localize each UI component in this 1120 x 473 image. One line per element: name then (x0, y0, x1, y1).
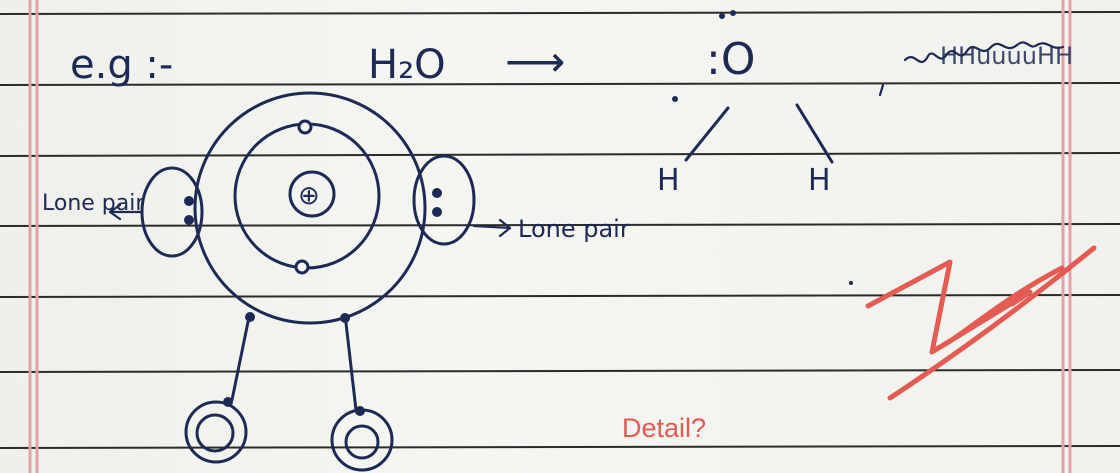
annotation-comment: Detail? (622, 413, 707, 443)
scribble-text: HHuuuuHH (940, 42, 1073, 70)
hydrogen-nucleus-left (195, 413, 235, 453)
formula-water: H₂O (368, 42, 446, 88)
electron (184, 215, 194, 225)
outer-electron-shell (193, 91, 427, 325)
hydrogen-right-label: H (808, 163, 831, 198)
lone-pair-right-label: Lone pair (518, 215, 630, 243)
electron (432, 188, 442, 198)
electron (184, 196, 194, 206)
electron (355, 406, 365, 416)
lone-pair-right-arrow (472, 218, 512, 238)
electron (432, 207, 442, 217)
lone-pair-right-ellipse (412, 154, 476, 246)
bonding-electron (245, 312, 255, 322)
hydrogen-nucleus-right (344, 424, 380, 460)
lone-pair-left-arrow (108, 203, 144, 221)
nucleus-charge: ⊕ (298, 181, 320, 211)
hydrogen-atom-left (184, 400, 248, 464)
reaction-arrow: ⟶ (505, 37, 565, 86)
electron (297, 119, 313, 135)
hydrogen-atom-right (330, 408, 394, 472)
ink-dot (672, 96, 678, 102)
lone-pair-dot (730, 10, 736, 16)
bond-line-left (230, 320, 250, 402)
bond-line-right (344, 321, 358, 412)
bonding-electron (340, 313, 350, 323)
hydrogen-left-label: H (657, 163, 680, 198)
electron (294, 259, 310, 275)
scribble-mark (878, 41, 1065, 97)
bond-right (795, 103, 834, 164)
ink-dot (849, 281, 853, 285)
bond-left (684, 106, 730, 162)
red-correction-mark (865, 245, 1097, 401)
left-margin-line (28, 0, 39, 473)
lone-pair-left-label: Lone pair (42, 191, 145, 216)
lone-pair-left-ellipse (140, 166, 204, 258)
oxygen-nucleus (288, 170, 336, 218)
example-prefix: e.g :- (70, 42, 173, 88)
lone-pair-dot (719, 13, 725, 19)
right-margin-line (1061, 0, 1072, 473)
ruled-lines (0, 11, 1120, 449)
oxygen-symbol: :O (706, 34, 755, 85)
electron (223, 397, 233, 407)
